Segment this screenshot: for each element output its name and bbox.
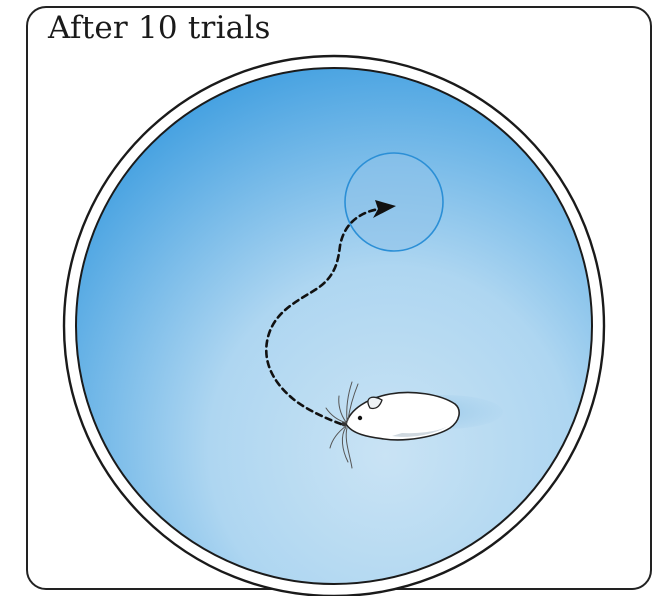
pool-water [76,68,592,584]
hidden-platform [345,153,443,251]
